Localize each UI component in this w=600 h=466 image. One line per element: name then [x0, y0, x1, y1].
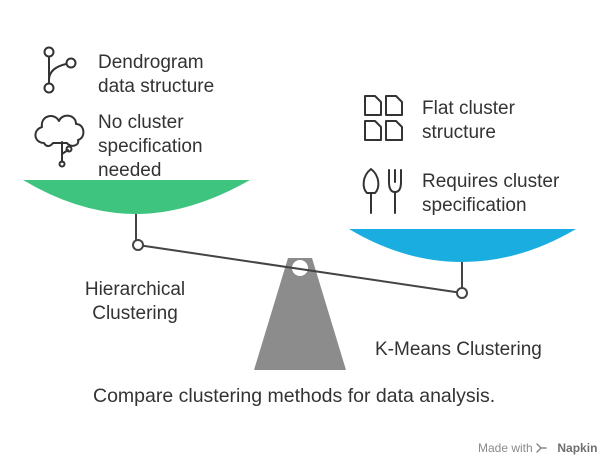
- flat-line-1: Flat cluster: [422, 98, 515, 119]
- fulcrum: [254, 258, 346, 370]
- left-beam-joint: [132, 239, 144, 251]
- kmeans-clustering-label: K-Means Clustering: [375, 339, 542, 360]
- left-pan: [23, 180, 250, 214]
- no-spec-line-2: specification: [98, 136, 203, 157]
- flat-structure-item-text: Flat cluster structure: [422, 97, 515, 145]
- watermark: Made with Napkin: [478, 441, 597, 455]
- no-spec-line-1: No cluster: [98, 112, 184, 133]
- dendrogram-line-2: data structure: [98, 76, 215, 97]
- hierarchical-clustering-label: Hierarchical Clustering: [60, 278, 210, 326]
- no-spec-line-3: needed: [98, 160, 162, 181]
- flat-structure-icon: [364, 95, 403, 141]
- dendrogram-icon: [43, 46, 77, 94]
- balance-beam: [137, 244, 463, 294]
- hierarchical-label-line-1: Hierarchical: [84, 279, 186, 300]
- dendrogram-item-text: Dendrogram data structure: [98, 51, 214, 99]
- flat-line-2: structure: [422, 122, 496, 143]
- no-spec-item-text: No cluster specification needed: [98, 111, 203, 183]
- right-beam-joint: [456, 287, 468, 299]
- hierarchical-label-line-2: Clustering: [92, 303, 178, 324]
- diagram-caption: Compare clustering methods for data anal…: [93, 385, 496, 407]
- requires-spec-item-text: Requires cluster specification: [422, 170, 559, 218]
- watermark-brand: Napkin: [557, 441, 598, 455]
- cloud-tree-icon: [34, 114, 85, 168]
- garden-tools-icon: [362, 168, 402, 214]
- watermark-prefix: Made with: [478, 441, 533, 455]
- requires-line-1: Requires cluster: [422, 171, 560, 192]
- right-pan: [349, 229, 576, 262]
- dendrogram-line-1: Dendrogram: [98, 52, 204, 73]
- requires-line-2: specification: [422, 195, 527, 216]
- napkin-logo-icon: [536, 443, 547, 453]
